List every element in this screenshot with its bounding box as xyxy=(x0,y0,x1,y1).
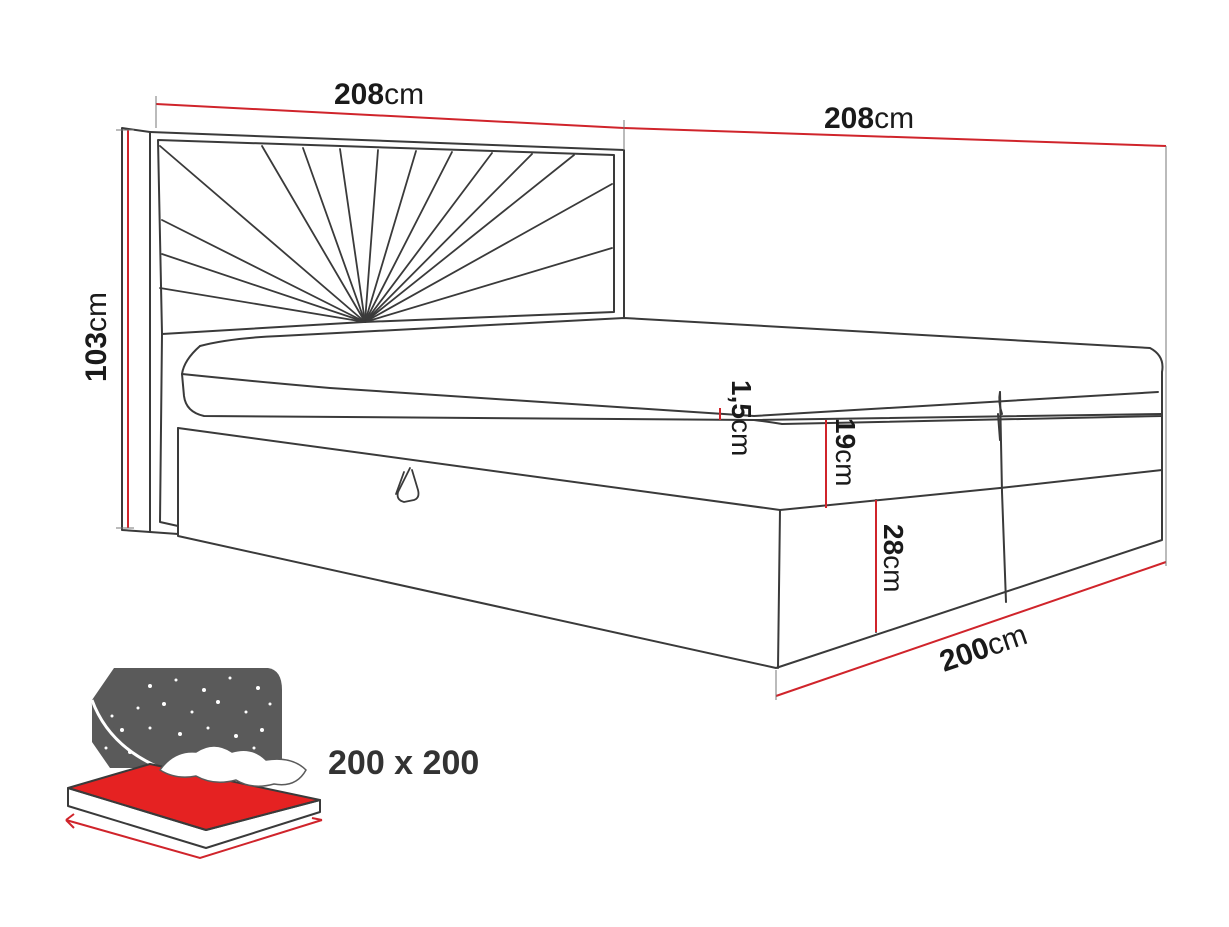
mattress xyxy=(181,317,1164,425)
mattress-night-icon xyxy=(65,668,323,860)
dimension-lines xyxy=(116,96,1167,700)
base-label: 28cm xyxy=(878,524,909,592)
headboard-width-label: 208cm xyxy=(334,78,424,111)
dimension-line-headboard-width xyxy=(155,103,625,129)
bed-length-label: 208cm xyxy=(824,102,914,135)
sleeping-area-size-label: 200 x 200 xyxy=(328,744,479,782)
headboard-sunburst-stitching xyxy=(159,145,613,323)
bed-width-label: 200cm xyxy=(936,618,1032,679)
mattress-block-icon xyxy=(68,764,320,830)
topper-label: 1,5cm xyxy=(726,380,757,456)
dimension-line-bed-length xyxy=(623,127,1167,147)
dimension-labels: 208cm 208cm 103cm 1,5cm 19cm 28cm 200cm xyxy=(80,78,1031,679)
night-sky-icon xyxy=(91,668,283,768)
handle-strap xyxy=(395,467,420,503)
pillow-icon xyxy=(158,745,307,787)
dimension-line-bed-width xyxy=(775,561,1167,697)
bed-drawing xyxy=(121,127,1164,669)
mattress-label: 19cm xyxy=(830,418,861,486)
height-label: 103cm xyxy=(80,292,113,382)
